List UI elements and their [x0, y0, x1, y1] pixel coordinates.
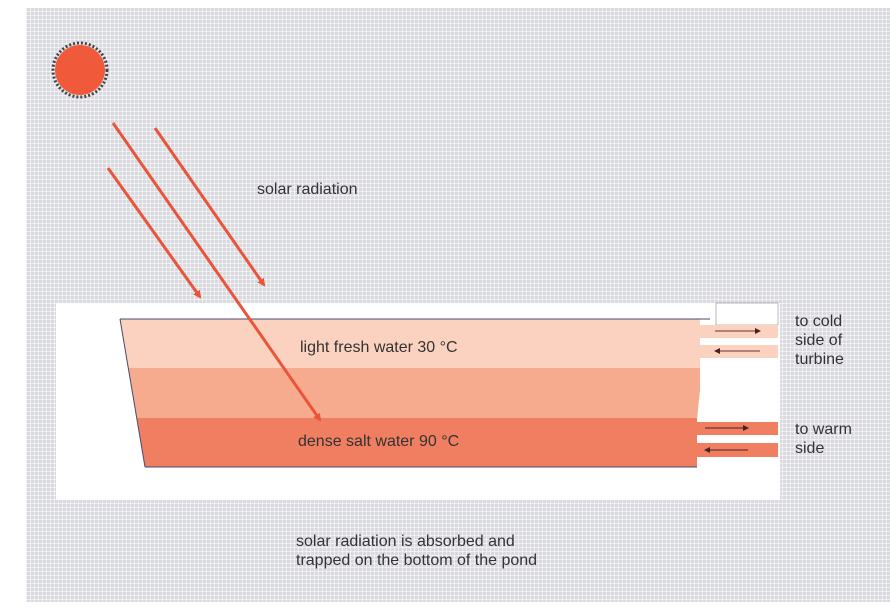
warm-pipes	[697, 422, 778, 457]
ray-arrow	[106, 167, 202, 299]
sun-icon	[51, 41, 109, 99]
label-line: turbine	[795, 351, 844, 368]
ray-arrow	[153, 127, 266, 287]
top-layer-label: light fresh water 30 °C	[300, 339, 458, 356]
bottom-layer-label: dense salt water 90 °C	[298, 433, 460, 450]
label-line: to cold	[795, 313, 843, 330]
cold-pipes	[700, 325, 778, 358]
label-line: side	[795, 440, 825, 457]
caption: solar radiation is absorbed and trapped …	[296, 532, 537, 570]
layer-bottom	[137, 418, 697, 467]
caption-line: solar radiation is absorbed and	[296, 533, 515, 550]
cold-side-label: to cold side of turbine	[795, 312, 844, 369]
layer-top	[120, 319, 700, 368]
label-line: side of	[795, 332, 843, 349]
pond	[119, 318, 710, 468]
warm-side-label: to warm side	[795, 420, 852, 458]
label-line: to warm	[795, 421, 852, 438]
pipe-wall-top	[715, 302, 779, 326]
solar-rays	[106, 122, 322, 422]
caption-line: trapped on the bottom of the pond	[296, 552, 538, 569]
ray-arrow	[111, 122, 322, 422]
solar-radiation-label: solar radiation	[257, 181, 358, 198]
pipe-wall-middle	[697, 360, 778, 420]
layer-middle	[128, 368, 700, 418]
